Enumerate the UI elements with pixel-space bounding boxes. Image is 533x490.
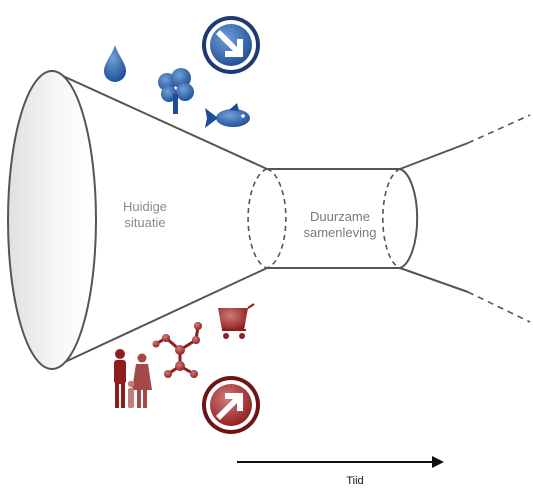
- family-icon: [114, 349, 152, 408]
- tree-icon: [158, 68, 194, 114]
- current-situation-label: Huidige situatie: [122, 199, 168, 230]
- time-axis-label: Tiid: [346, 475, 364, 487]
- arrow-down-right-icon: [202, 16, 260, 74]
- cylinder-neck: [267, 168, 419, 269]
- sustainable-society-label: Duurzame samenleving: [303, 209, 377, 240]
- arrow-up-right-icon: [202, 376, 260, 434]
- water-drop-icon: [104, 45, 126, 82]
- fish-icon: [205, 103, 250, 128]
- shopping-cart-icon: [218, 303, 255, 339]
- funnel-cone: [7, 70, 287, 370]
- time-axis-arrow: [237, 456, 444, 468]
- molecule-icon: [152, 322, 202, 378]
- future-cone: [399, 114, 531, 323]
